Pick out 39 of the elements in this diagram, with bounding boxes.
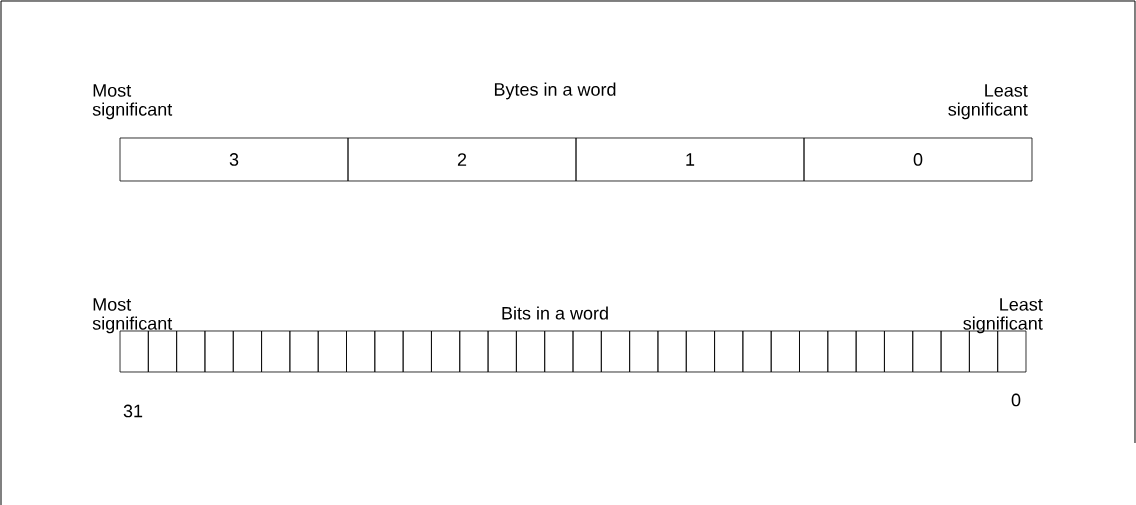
bit-cell	[770, 330, 800, 373]
bit-cell	[742, 330, 772, 373]
bit-cell	[572, 330, 602, 373]
end-label: Most significant	[92, 298, 173, 334]
bit-cell	[827, 330, 857, 373]
row-title: Bytes in a word	[494, 82, 616, 100]
bit-cell	[884, 330, 914, 373]
bit-cell	[657, 330, 687, 373]
byte-cell: 2	[347, 137, 577, 182]
bit-number: 0	[1011, 393, 1021, 407]
bit-cell	[516, 330, 546, 373]
bit-cell	[374, 330, 404, 373]
end-label: Most significant	[92, 84, 173, 120]
bit-cell	[600, 330, 631, 373]
bit-cell	[289, 330, 319, 373]
bit-cell	[317, 330, 347, 373]
bit-cell	[232, 330, 262, 373]
bit-cell	[487, 330, 517, 373]
bit-cell	[912, 330, 942, 373]
bit-cell	[544, 330, 574, 373]
bit-cell	[629, 330, 659, 373]
byte-cell: 1	[575, 137, 805, 182]
end-label: Least significant	[948, 84, 1028, 120]
bit-number: 31	[123, 404, 143, 418]
bit-cell	[402, 330, 432, 373]
byte-cell: 0	[803, 137, 1033, 182]
bit-cell	[431, 330, 461, 373]
bit-cell	[176, 330, 206, 373]
bit-cell	[855, 330, 885, 373]
bit-cell	[459, 330, 489, 373]
end-label: Least significant	[963, 298, 1043, 334]
bit-cell	[346, 330, 376, 373]
bit-cell	[685, 330, 715, 373]
bit-cell	[799, 330, 829, 373]
bit-cell	[714, 330, 744, 373]
bit-cell	[204, 330, 234, 373]
byte-cell: 3	[119, 137, 349, 182]
bit-cell	[261, 330, 291, 373]
row-title: Bits in a word	[502, 306, 608, 320]
